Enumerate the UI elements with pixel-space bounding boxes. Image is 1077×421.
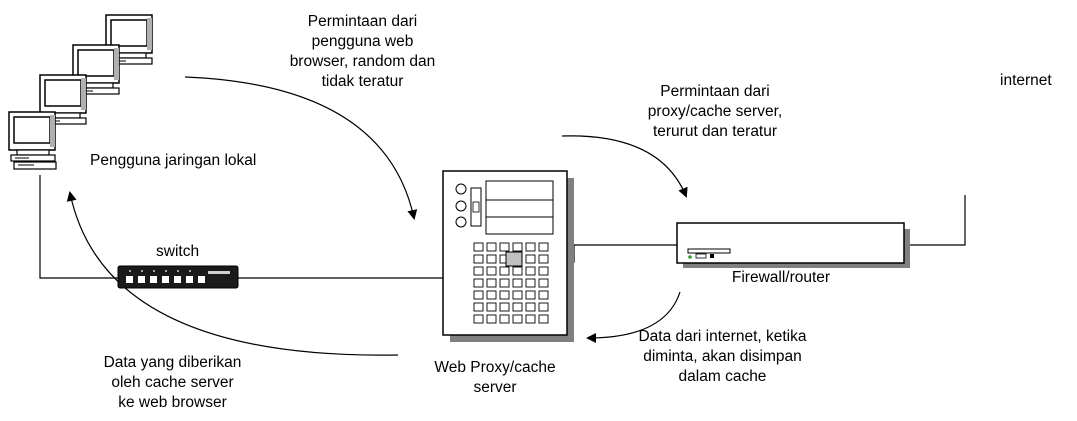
arrow-users-to-proxy (184, 76, 418, 220)
label-proxy-server: Web Proxy/cache server (434, 359, 556, 396)
tower-server-icon (442, 170, 574, 342)
arrow-router-to-proxy (586, 291, 681, 343)
switch-icon (117, 265, 239, 289)
router-icon (676, 222, 910, 268)
workstation-icon (8, 14, 153, 170)
arrow-proxy-to-users (66, 191, 399, 356)
label-request-from-proxy: Permintaan dari proxy/cache server, teru… (647, 83, 783, 140)
label-data-from-internet: Data dari internet, ketika diminta, akan… (638, 328, 807, 385)
label-internet: internet (1000, 72, 1052, 89)
label-local-users: Pengguna jaringan lokal (90, 152, 257, 169)
label-firewall-router: Firewall/router (731, 269, 831, 286)
label-switch: switch (156, 243, 200, 260)
flow-arrows (66, 76, 688, 356)
label-data-to-browser: Data yang diberikan oleh cache server ke… (103, 354, 242, 411)
label-request-from-users: Permintaan dari pengguna web browser, ra… (289, 13, 436, 90)
arrow-proxy-to-router (561, 135, 688, 198)
